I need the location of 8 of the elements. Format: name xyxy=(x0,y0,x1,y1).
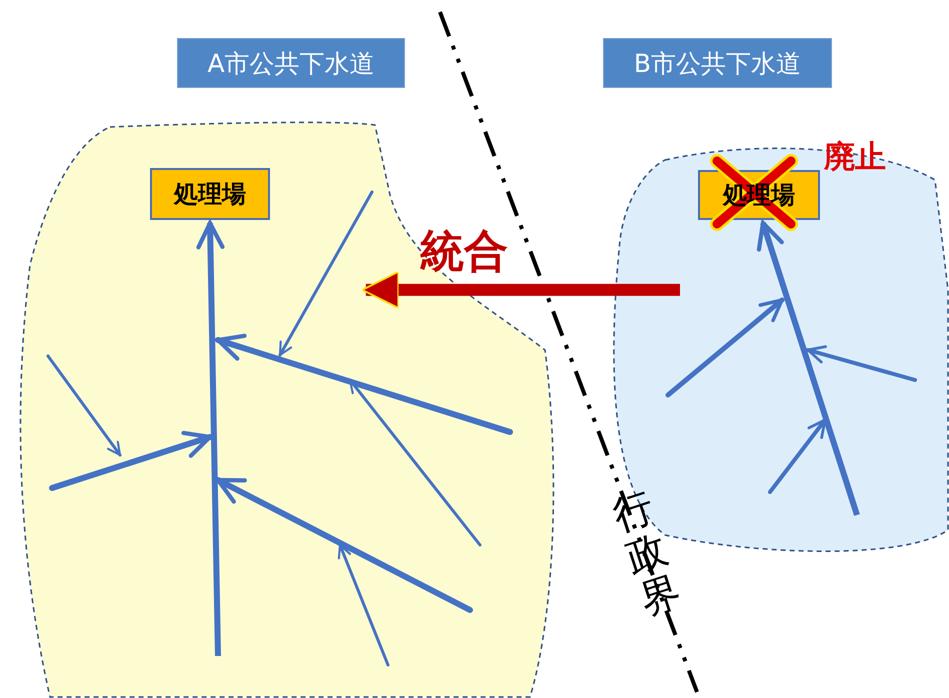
status-text: 廃止 xyxy=(824,138,886,177)
city-label-box: B市公共下水道 xyxy=(603,38,832,88)
edge-label: 統合 xyxy=(420,225,508,279)
treatment-plant-box: 処理場 xyxy=(150,168,270,220)
trunk-pipe-arrow xyxy=(196,221,225,656)
trunk-pipe-arrow xyxy=(756,220,860,516)
city-label-box: A市公共下水道 xyxy=(177,38,405,88)
merge-arrow xyxy=(361,271,680,309)
